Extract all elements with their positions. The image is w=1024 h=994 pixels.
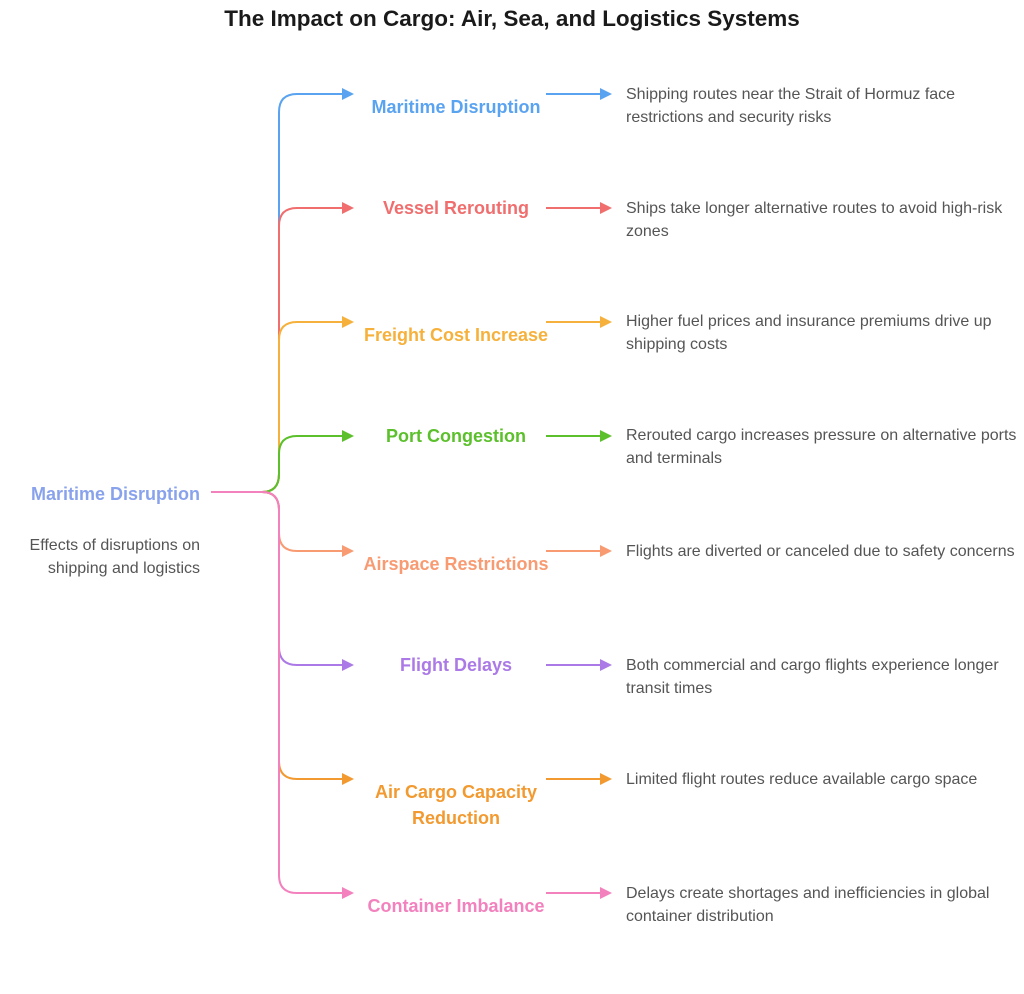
branch-2-label: Freight Cost Increase <box>363 325 549 345</box>
branch-6-description: Limited flight routes reduce available c… <box>626 771 978 788</box>
branch-7-description: Delays create shortages and inefficienci… <box>626 885 990 925</box>
branch-4-label: Airspace Restrictions <box>363 554 549 574</box>
arrowhead-left-6 <box>342 773 354 785</box>
arrowhead-right-0 <box>600 88 612 100</box>
arrowhead-right-2 <box>600 316 612 328</box>
arrowhead-left-1 <box>342 202 354 214</box>
root-node-description: Effects of disruptions on shipping and l… <box>29 537 200 577</box>
arrowhead-right-6 <box>600 773 612 785</box>
branch-5-label: Flight Delays <box>399 655 513 675</box>
connector-line-7 <box>211 491 345 894</box>
arrowhead-right-1 <box>600 202 612 214</box>
arrowhead-left-5 <box>342 659 354 671</box>
branch-5-description: Both commercial and cargo flights experi… <box>626 657 999 697</box>
connector-line-3 <box>211 435 345 493</box>
arrowhead-right-5 <box>600 659 612 671</box>
arrowhead-left-3 <box>342 430 354 442</box>
branch-0-description: Shipping routes near the Strait of Hormu… <box>626 86 956 126</box>
arrowhead-right-3 <box>600 430 612 442</box>
arrowhead-left-2 <box>342 316 354 328</box>
root-node-title: Maritime Disruption <box>30 484 200 504</box>
page-title: The Impact on Cargo: Air, Sea, and Logis… <box>224 6 800 31</box>
branch-4-description: Flights are diverted or canceled due to … <box>626 543 1015 560</box>
branch-1-label: Vessel Rerouting <box>382 198 530 218</box>
branch-2-description: Higher fuel prices and insurance premium… <box>626 313 992 353</box>
arrowhead-left-4 <box>342 545 354 557</box>
branch-7-label: Container Imbalance <box>367 896 545 916</box>
arrowhead-right-4 <box>600 545 612 557</box>
branch-1-description: Ships take longer alternative routes to … <box>626 200 1003 240</box>
arrowhead-left-0 <box>342 88 354 100</box>
branch-6-label: Air Cargo Capacity Reduction <box>374 782 538 828</box>
branch-3-label: Port Congestion <box>386 426 526 446</box>
branch-3-description: Rerouted cargo increases pressure on alt… <box>626 427 1017 467</box>
arrowhead-right-7 <box>600 887 612 899</box>
branch-0-label: Maritime Disruption <box>371 97 541 117</box>
arrowhead-left-7 <box>342 887 354 899</box>
